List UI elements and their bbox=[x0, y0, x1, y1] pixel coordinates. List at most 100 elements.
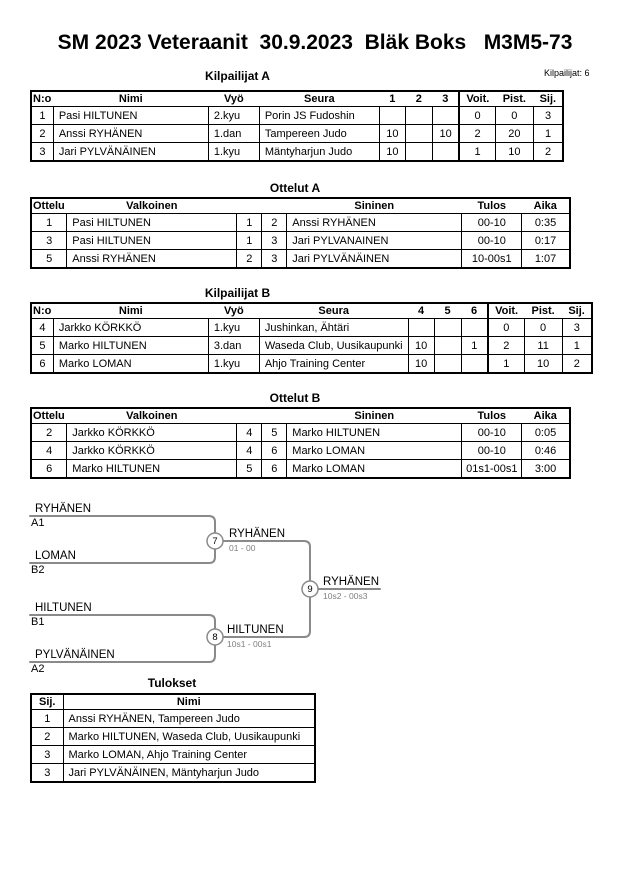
table-row: 1 Pasi HILTUNEN 1 2 Anssi RYHÄNEN 00-10 … bbox=[30, 213, 571, 232]
cell-result: 01s1-00s1 bbox=[461, 459, 523, 479]
cell-wins: 1 bbox=[487, 354, 525, 374]
cell-blue-no: 2 bbox=[261, 213, 288, 232]
cell-r3 bbox=[460, 318, 489, 337]
col-name: Nimi bbox=[63, 694, 315, 710]
cell-white: Pasi HILTUNEN bbox=[66, 231, 238, 250]
bracket-seed-label: A1 bbox=[31, 517, 44, 529]
bracket-winner-name: RYHÄNEN bbox=[323, 576, 379, 588]
cell-blue-no: 3 bbox=[261, 231, 288, 250]
col-no: N:o bbox=[31, 91, 54, 107]
matches-b-table: Ottelu Valkoinen Sininen Tulos Aika 2 Ja… bbox=[30, 407, 571, 479]
cell-name: Anssi RYHÄNEN bbox=[52, 124, 209, 143]
bracket-score: 01 - 00 bbox=[229, 543, 256, 553]
cell-name: Marko HILTUNEN bbox=[52, 336, 209, 355]
col-place: Sij. bbox=[533, 91, 564, 107]
cell-place: 3 bbox=[532, 106, 564, 125]
cell-place: 2 bbox=[30, 727, 64, 746]
cell-match-no: 1 bbox=[30, 213, 68, 232]
bracket-seed-label: B2 bbox=[31, 564, 44, 576]
col-r2: 5 bbox=[434, 303, 462, 319]
table-row: 6 Marko HILTUNEN 5 6 Marko LOMAN 01s1-00… bbox=[30, 459, 571, 479]
cell-r2 bbox=[404, 124, 433, 143]
matches-a-title: Ottelut A bbox=[269, 181, 321, 195]
bracket-seed-name: HILTUNEN bbox=[35, 602, 92, 614]
cell-time: 0:05 bbox=[521, 423, 571, 442]
cell-white-no: 4 bbox=[236, 423, 263, 442]
cell-white-no: 1 bbox=[236, 231, 263, 250]
cell-result: 00-10 bbox=[461, 213, 523, 232]
col-name: Nimi bbox=[53, 91, 209, 107]
cell-r1 bbox=[407, 318, 435, 337]
col-white: Valkoinen bbox=[66, 198, 237, 214]
cell-blue: Jari PYLVANAINEN bbox=[286, 231, 463, 250]
cell-name: Marko HILTUNEN, Waseda Club, Uusikaupunk… bbox=[62, 727, 316, 746]
cell-place: 2 bbox=[532, 142, 564, 162]
col-white-no bbox=[236, 408, 262, 424]
matches-b-title: Ottelut B bbox=[269, 391, 321, 405]
match-8-node bbox=[206, 628, 224, 646]
pool-a-title: Kilpailijat A bbox=[205, 69, 270, 83]
cell-time: 3:00 bbox=[521, 459, 571, 479]
cell-result: 00-10 bbox=[461, 423, 523, 442]
cell-points: 0 bbox=[494, 106, 534, 125]
table-row: 3 Pasi HILTUNEN 1 3 Jari PYLVANAINEN 00-… bbox=[30, 231, 571, 250]
cell-name: Marko LOMAN, Ahjo Training Center bbox=[62, 745, 316, 764]
results-header-row: Sij. Nimi bbox=[31, 694, 315, 710]
cell-r3 bbox=[460, 354, 489, 374]
cell-no: 1 bbox=[30, 106, 54, 125]
cell-r3 bbox=[431, 142, 460, 162]
cell-white: Jarkko KÖRKKÖ bbox=[66, 423, 238, 442]
cell-white-no: 4 bbox=[236, 441, 263, 460]
bracket-seed-name: RYHÄNEN bbox=[35, 503, 91, 515]
col-points: Pist. bbox=[495, 91, 534, 107]
cell-blue-no: 5 bbox=[261, 423, 288, 442]
bracket-seed-label: B1 bbox=[31, 616, 44, 628]
pool-b-title: Kilpailijat B bbox=[204, 286, 271, 300]
cell-r3: 10 bbox=[431, 124, 460, 143]
match-7-node bbox=[206, 532, 224, 550]
col-white-no bbox=[236, 198, 262, 214]
col-match-no: Ottelu bbox=[31, 198, 67, 214]
results-table: Sij. Nimi 1 Anssi RYHÄNEN, Tampereen Jud… bbox=[30, 693, 316, 783]
bracket-diagram: RYHÄNEN A1 LOMAN B2 HILTUNEN B1 PYLVÄNÄI… bbox=[29, 503, 381, 675]
cell-club: Porin JS Fudoshin bbox=[258, 106, 380, 125]
table-row: 3 Jari PYLVÄNÄINEN 1.kyu Mäntyharjun Jud… bbox=[30, 142, 564, 162]
cell-no: 5 bbox=[30, 336, 54, 355]
table-row: 4 Jarkko KÖRKKÖ 4 6 Marko LOMAN 00-10 0:… bbox=[30, 441, 571, 460]
col-r3: 6 bbox=[461, 303, 489, 319]
col-match-no: Ottelu bbox=[31, 408, 67, 424]
cell-points: 11 bbox=[523, 336, 563, 355]
competitor-count: Kilpailijat: 6 bbox=[544, 68, 590, 78]
col-result: Tulos bbox=[461, 408, 522, 424]
table-row: 1 Pasi HILTUNEN 2.kyu Porin JS Fudoshin … bbox=[30, 106, 564, 125]
col-wins: Voit. bbox=[458, 91, 496, 107]
table-row: 1 Anssi RYHÄNEN, Tampereen Judo bbox=[30, 709, 316, 728]
table-row: 2 Anssi RYHÄNEN 1.dan Tampereen Judo 10 … bbox=[30, 124, 564, 143]
cell-blue-no: 6 bbox=[261, 441, 288, 460]
pool-b-header-row: N:o Nimi Vyö Seura 4 5 6 Voit. Pist. Sij… bbox=[31, 303, 593, 319]
results-title: Tulokset bbox=[147, 676, 197, 690]
cell-place: 1 bbox=[532, 124, 564, 143]
matches-a-header-row: Ottelu Valkoinen Sininen Tulos Aika bbox=[31, 198, 570, 214]
table-row: 3 Marko LOMAN, Ahjo Training Center bbox=[30, 745, 316, 764]
cell-blue: Marko LOMAN bbox=[286, 459, 463, 479]
cell-place: 3 bbox=[561, 318, 593, 337]
cell-wins: 0 bbox=[487, 318, 525, 337]
table-row: 4 Jarkko KÖRKKÖ 1.kyu Jushinkan, Ähtäri … bbox=[30, 318, 593, 337]
cell-white: Anssi RYHÄNEN bbox=[66, 249, 238, 269]
cell-white: Marko HILTUNEN bbox=[66, 459, 238, 479]
bracket-seed-name: LOMAN bbox=[35, 550, 76, 562]
col-blue: Sininen bbox=[286, 408, 462, 424]
col-club: Seura bbox=[259, 91, 380, 107]
cell-blue-no: 6 bbox=[261, 459, 288, 479]
cell-belt: 1.kyu bbox=[207, 318, 260, 337]
bracket-winner-name: HILTUNEN bbox=[227, 624, 284, 636]
cell-r1: 10 bbox=[407, 354, 435, 374]
col-name: Nimi bbox=[53, 303, 209, 319]
cell-belt: 3.dan bbox=[207, 336, 260, 355]
cell-match-no: 4 bbox=[30, 441, 68, 460]
cell-points: 10 bbox=[494, 142, 534, 162]
col-place: Sij. bbox=[562, 303, 593, 319]
pool-a-table: N:o Nimi Vyö Seura 1 2 3 Voit. Pist. Sij… bbox=[30, 90, 565, 162]
cell-wins: 2 bbox=[487, 336, 525, 355]
